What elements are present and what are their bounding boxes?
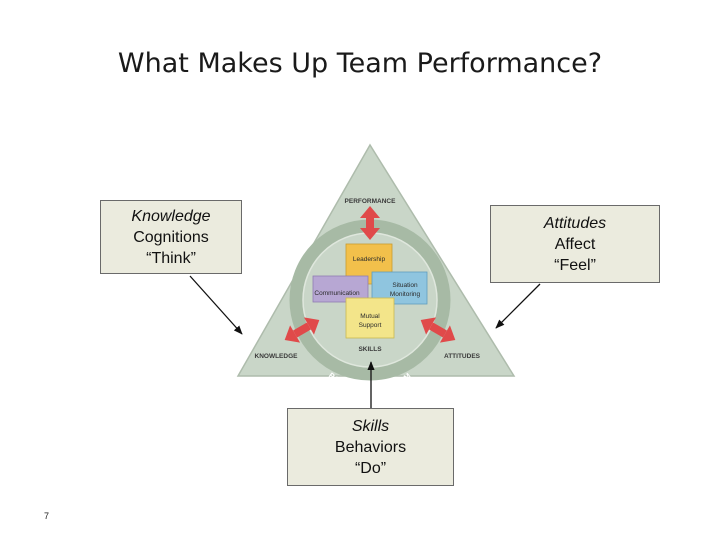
- knowledge-callout: Knowledge Cognitions “Think”: [100, 200, 242, 274]
- label-situation-2: Monitoring: [390, 291, 421, 298]
- attitudes-arrow: [420, 317, 456, 343]
- page-number: 7: [44, 511, 50, 521]
- attitudes-callout-title: Attitudes: [543, 214, 607, 232]
- label-knowledge: KNOWLEDGE: [255, 353, 299, 360]
- label-communication: Communication: [314, 290, 360, 297]
- attitudes-connector-arrow: [495, 283, 541, 329]
- piece-mutual-support: [345, 297, 395, 339]
- knowledge-callout-line2: Cognitions: [133, 228, 209, 246]
- label-performance: PERFORMANCE: [345, 198, 397, 205]
- attitudes-callout: Attitudes Affect “Feel”: [490, 205, 660, 283]
- slide-title: What Makes Up Team Performance?: [117, 48, 603, 79]
- label-attitudes: ATTITUDES: [444, 353, 481, 360]
- performance-arrow: [360, 206, 380, 240]
- knowledge-connector-arrow: [189, 275, 243, 335]
- skills-callout-line2: Behaviors: [334, 438, 407, 456]
- skills-callout: Skills Behaviors “Do”: [287, 408, 454, 486]
- knowledge-callout-line3: “Think”: [146, 249, 196, 267]
- label-situation-1: Situation: [392, 282, 418, 289]
- attitudes-callout-line3: “Feel”: [554, 256, 596, 274]
- skills-callout-line3: “Do”: [354, 459, 387, 477]
- knowledge-arrow: [284, 317, 320, 343]
- label-leadership: Leadership: [353, 256, 386, 263]
- label-mutual-1: Mutual: [360, 313, 380, 320]
- label-skills: SKILLS: [358, 346, 382, 353]
- label-mutual-2: Support: [359, 322, 382, 329]
- knowledge-callout-title: Knowledge: [131, 207, 211, 225]
- skills-callout-title: Skills: [351, 417, 390, 435]
- attitudes-callout-line2: Affect: [554, 235, 596, 253]
